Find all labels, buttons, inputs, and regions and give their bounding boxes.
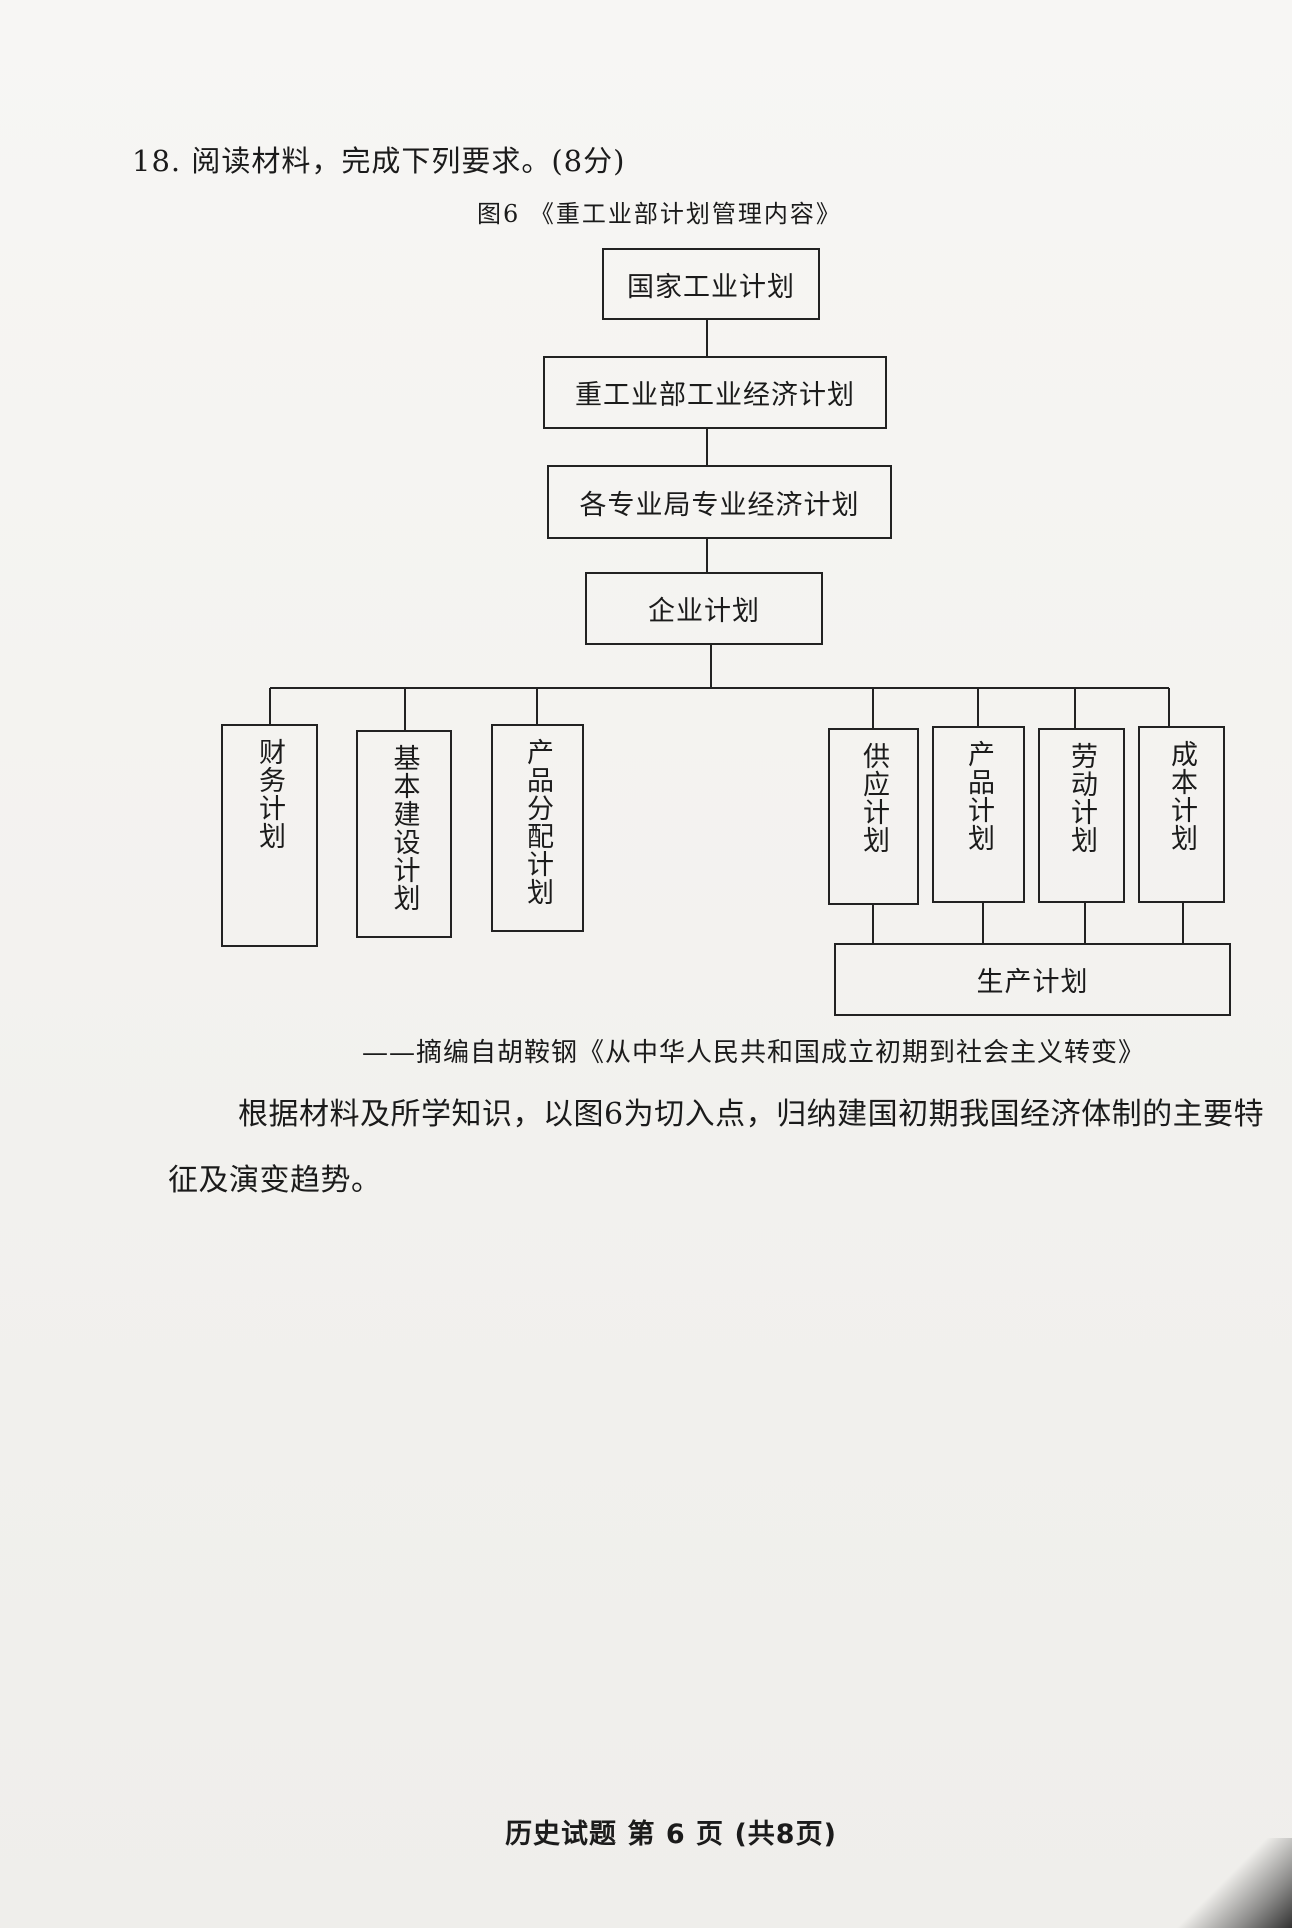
- box-product-distribution-plan: 产品分配计划: [491, 724, 584, 932]
- question-prompt: 根据材料及所学知识，以图6为切入点，归纳建国初期我国经济体制的主要特征及演变趋势…: [168, 1097, 1265, 1198]
- box-enterprise-plan: 企业计划: [585, 572, 823, 645]
- question-header: 18. 阅读材料，完成下列要求。(8分): [132, 144, 626, 178]
- page-footer: 历史试题 第 6 页 (共8页): [505, 1819, 837, 1850]
- box-cost-plan: 成本计划: [1138, 726, 1225, 903]
- box-labor-plan: 劳动计划: [1038, 728, 1125, 903]
- figure-caption: 图6 《重工业部计划管理内容》: [477, 200, 842, 228]
- page-corner-shadow: [1172, 1838, 1292, 1928]
- box-specialized-bureau-plan: 各专业局专业经济计划: [547, 465, 892, 539]
- box-product-plan: 产品计划: [932, 726, 1025, 903]
- source-citation: ——摘编自胡鞍钢《从中华人民共和国成立初期到社会主义转变》: [362, 1038, 1146, 1068]
- box-heavy-industry-ministry-plan: 重工业部工业经济计划: [543, 356, 887, 429]
- box-capital-construction-plan: 基本建设计划: [356, 730, 452, 938]
- box-supply-plan: 供应计划: [828, 728, 919, 905]
- box-production-plan: 生产计划: [834, 943, 1231, 1016]
- box-finance-plan: 财务计划: [221, 724, 318, 947]
- box-national-industrial-plan: 国家工业计划: [602, 248, 820, 320]
